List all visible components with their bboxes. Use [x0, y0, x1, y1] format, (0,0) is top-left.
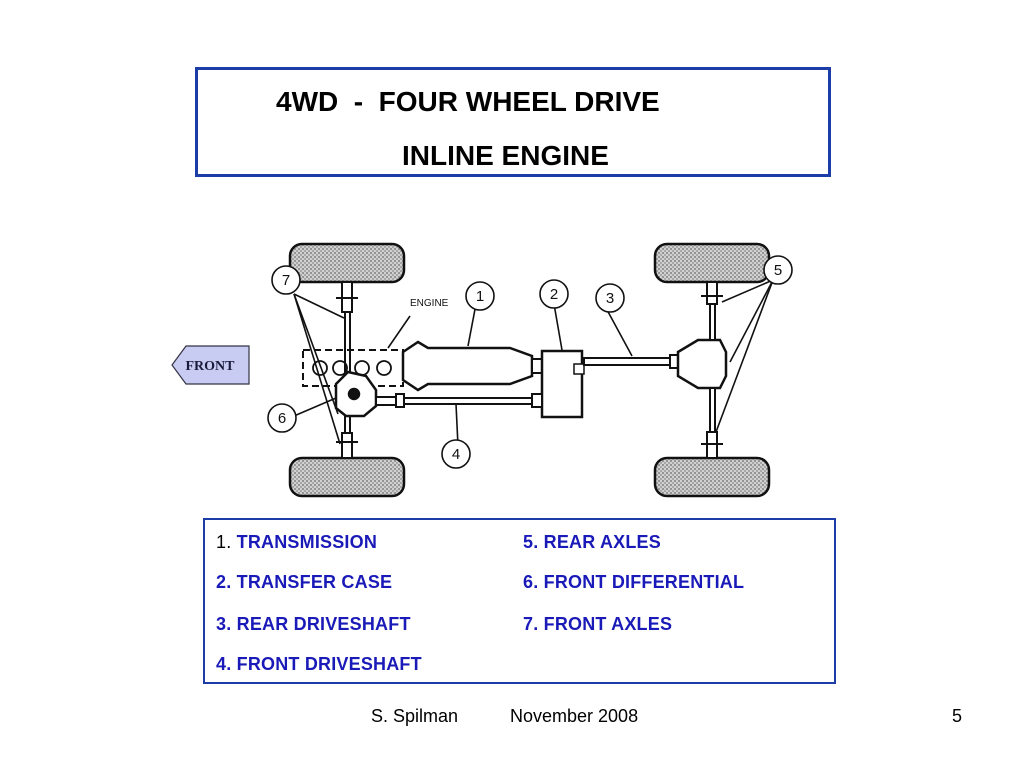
drivetrain-diagram: 7 1 2 3 5 6 4 ENGINE FRONT	[171, 242, 793, 498]
legend-number: 1.	[216, 532, 232, 552]
legend-item-transmission: 1. TRANSMISSION	[216, 532, 377, 553]
front-left-tire	[288, 242, 406, 284]
callout-circles	[267, 255, 793, 469]
footer-author: S. Spilman	[371, 706, 459, 726]
legend-number: 5.	[523, 532, 539, 552]
front-differential	[334, 370, 378, 418]
front-label: FRONT	[186, 359, 236, 374]
callout-2: 2	[550, 286, 558, 303]
legend-item-front-driveshaft: 4. FRONT DRIVESHAFT	[216, 654, 422, 675]
legend-number: 6.	[523, 572, 539, 592]
legend-label: REAR AXLES	[543, 532, 661, 552]
legend-label: FRONT DRIVESHAFT	[236, 654, 422, 674]
rear-driveshaft	[583, 354, 679, 369]
transfer-case	[540, 349, 584, 419]
rear-axle-shafts	[701, 281, 723, 459]
engine	[302, 349, 404, 387]
footer-date: November 2008	[510, 706, 639, 726]
legend-label: FRONT AXLES	[543, 614, 673, 634]
legend-number: 4.	[216, 654, 232, 674]
legend-label: TRANSMISSION	[236, 532, 378, 552]
legend-number: 2.	[216, 572, 232, 592]
slide-subtitle: INLINE ENGINE	[402, 140, 609, 171]
callout-5: 5	[774, 262, 782, 279]
legend-label: TRANSFER CASE	[236, 572, 393, 592]
callout-7: 7	[282, 272, 290, 289]
callout-6: 6	[278, 410, 286, 427]
legend-label: FRONT DIFFERENTIAL	[543, 572, 745, 592]
legend-item-front-axles: 7. FRONT AXLES	[523, 614, 672, 635]
front-direction-arrow: FRONT	[171, 345, 250, 385]
rear-left-tire	[653, 242, 771, 284]
legend-item-rear-axles: 5. REAR AXLES	[523, 532, 661, 553]
legend-label: REAR DRIVESHAFT	[236, 614, 411, 634]
callout-4: 4	[452, 446, 460, 463]
transmission	[401, 340, 534, 392]
slide-number: 5	[952, 706, 963, 726]
legend-number: 7.	[523, 614, 539, 634]
rear-right-tire	[653, 456, 771, 498]
callout-3: 3	[606, 290, 614, 307]
legend-item-rear-driveshaft: 3. REAR DRIVESHAFT	[216, 614, 411, 635]
legend-number: 3.	[216, 614, 232, 634]
front-right-tire	[288, 456, 406, 498]
callout-1: 1	[476, 288, 484, 305]
rear-differential	[676, 338, 728, 390]
engine-label: ENGINE	[410, 298, 449, 309]
slide-title: 4WD - FOUR WHEEL DRIVE	[276, 86, 660, 117]
front-driveshaft	[375, 393, 543, 408]
title-box: 4WD - FOUR WHEEL DRIVE INLINE ENGINE	[195, 67, 831, 177]
callout-leader-lines	[293, 279, 774, 447]
legend-item-transfer-case: 2. TRANSFER CASE	[216, 572, 392, 593]
legend-box: 1. TRANSMISSION 2. TRANSFER CASE 3. REAR…	[203, 518, 836, 684]
legend-item-front-differential: 6. FRONT DIFFERENTIAL	[523, 572, 744, 593]
